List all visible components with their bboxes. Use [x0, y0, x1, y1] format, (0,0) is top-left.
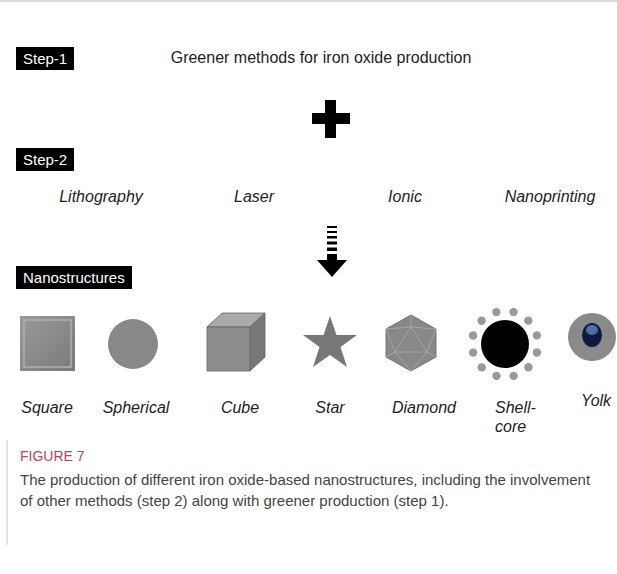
- shape-label: Shell- core: [495, 398, 545, 436]
- sphere-shape: [108, 319, 158, 369]
- heading-text: Greener methods for iron oxide productio…: [171, 48, 472, 67]
- caption-text: The production of different iron oxide-b…: [20, 469, 595, 511]
- plus-sign: [312, 100, 350, 138]
- step-tag: Step-2: [16, 148, 74, 171]
- step-label: Nanostructures: [23, 269, 125, 286]
- step-label: Step-2: [23, 151, 67, 168]
- method-label: Ionic: [388, 187, 422, 206]
- shape-label: Spherical: [103, 398, 170, 417]
- shell-core-shape: [469, 308, 541, 380]
- diamond-shape: [386, 315, 436, 371]
- method-label: Nanoprinting: [505, 187, 596, 206]
- shape-label: Yolk: [581, 391, 611, 410]
- shape-label: Square: [21, 398, 73, 417]
- figure-number: FIGURE 7: [20, 448, 85, 465]
- square-shape: [20, 316, 75, 371]
- cube-shape: [207, 313, 265, 371]
- method-label: Laser: [234, 187, 274, 206]
- shape-label: Diamond: [392, 398, 456, 417]
- shape-label: Cube: [221, 398, 259, 417]
- top-rule: [0, 1, 617, 2]
- step-tag: Step-1: [16, 47, 74, 70]
- step-label: Step-1: [23, 50, 67, 67]
- down-arrow: [317, 226, 347, 277]
- star-shape: [303, 316, 357, 367]
- method-label: Lithography: [59, 187, 143, 206]
- step-tag: Nanostructures: [16, 266, 132, 289]
- caption-bar: [6, 440, 8, 545]
- yolk-shape: [568, 313, 616, 361]
- shape-label: Star: [315, 398, 344, 417]
